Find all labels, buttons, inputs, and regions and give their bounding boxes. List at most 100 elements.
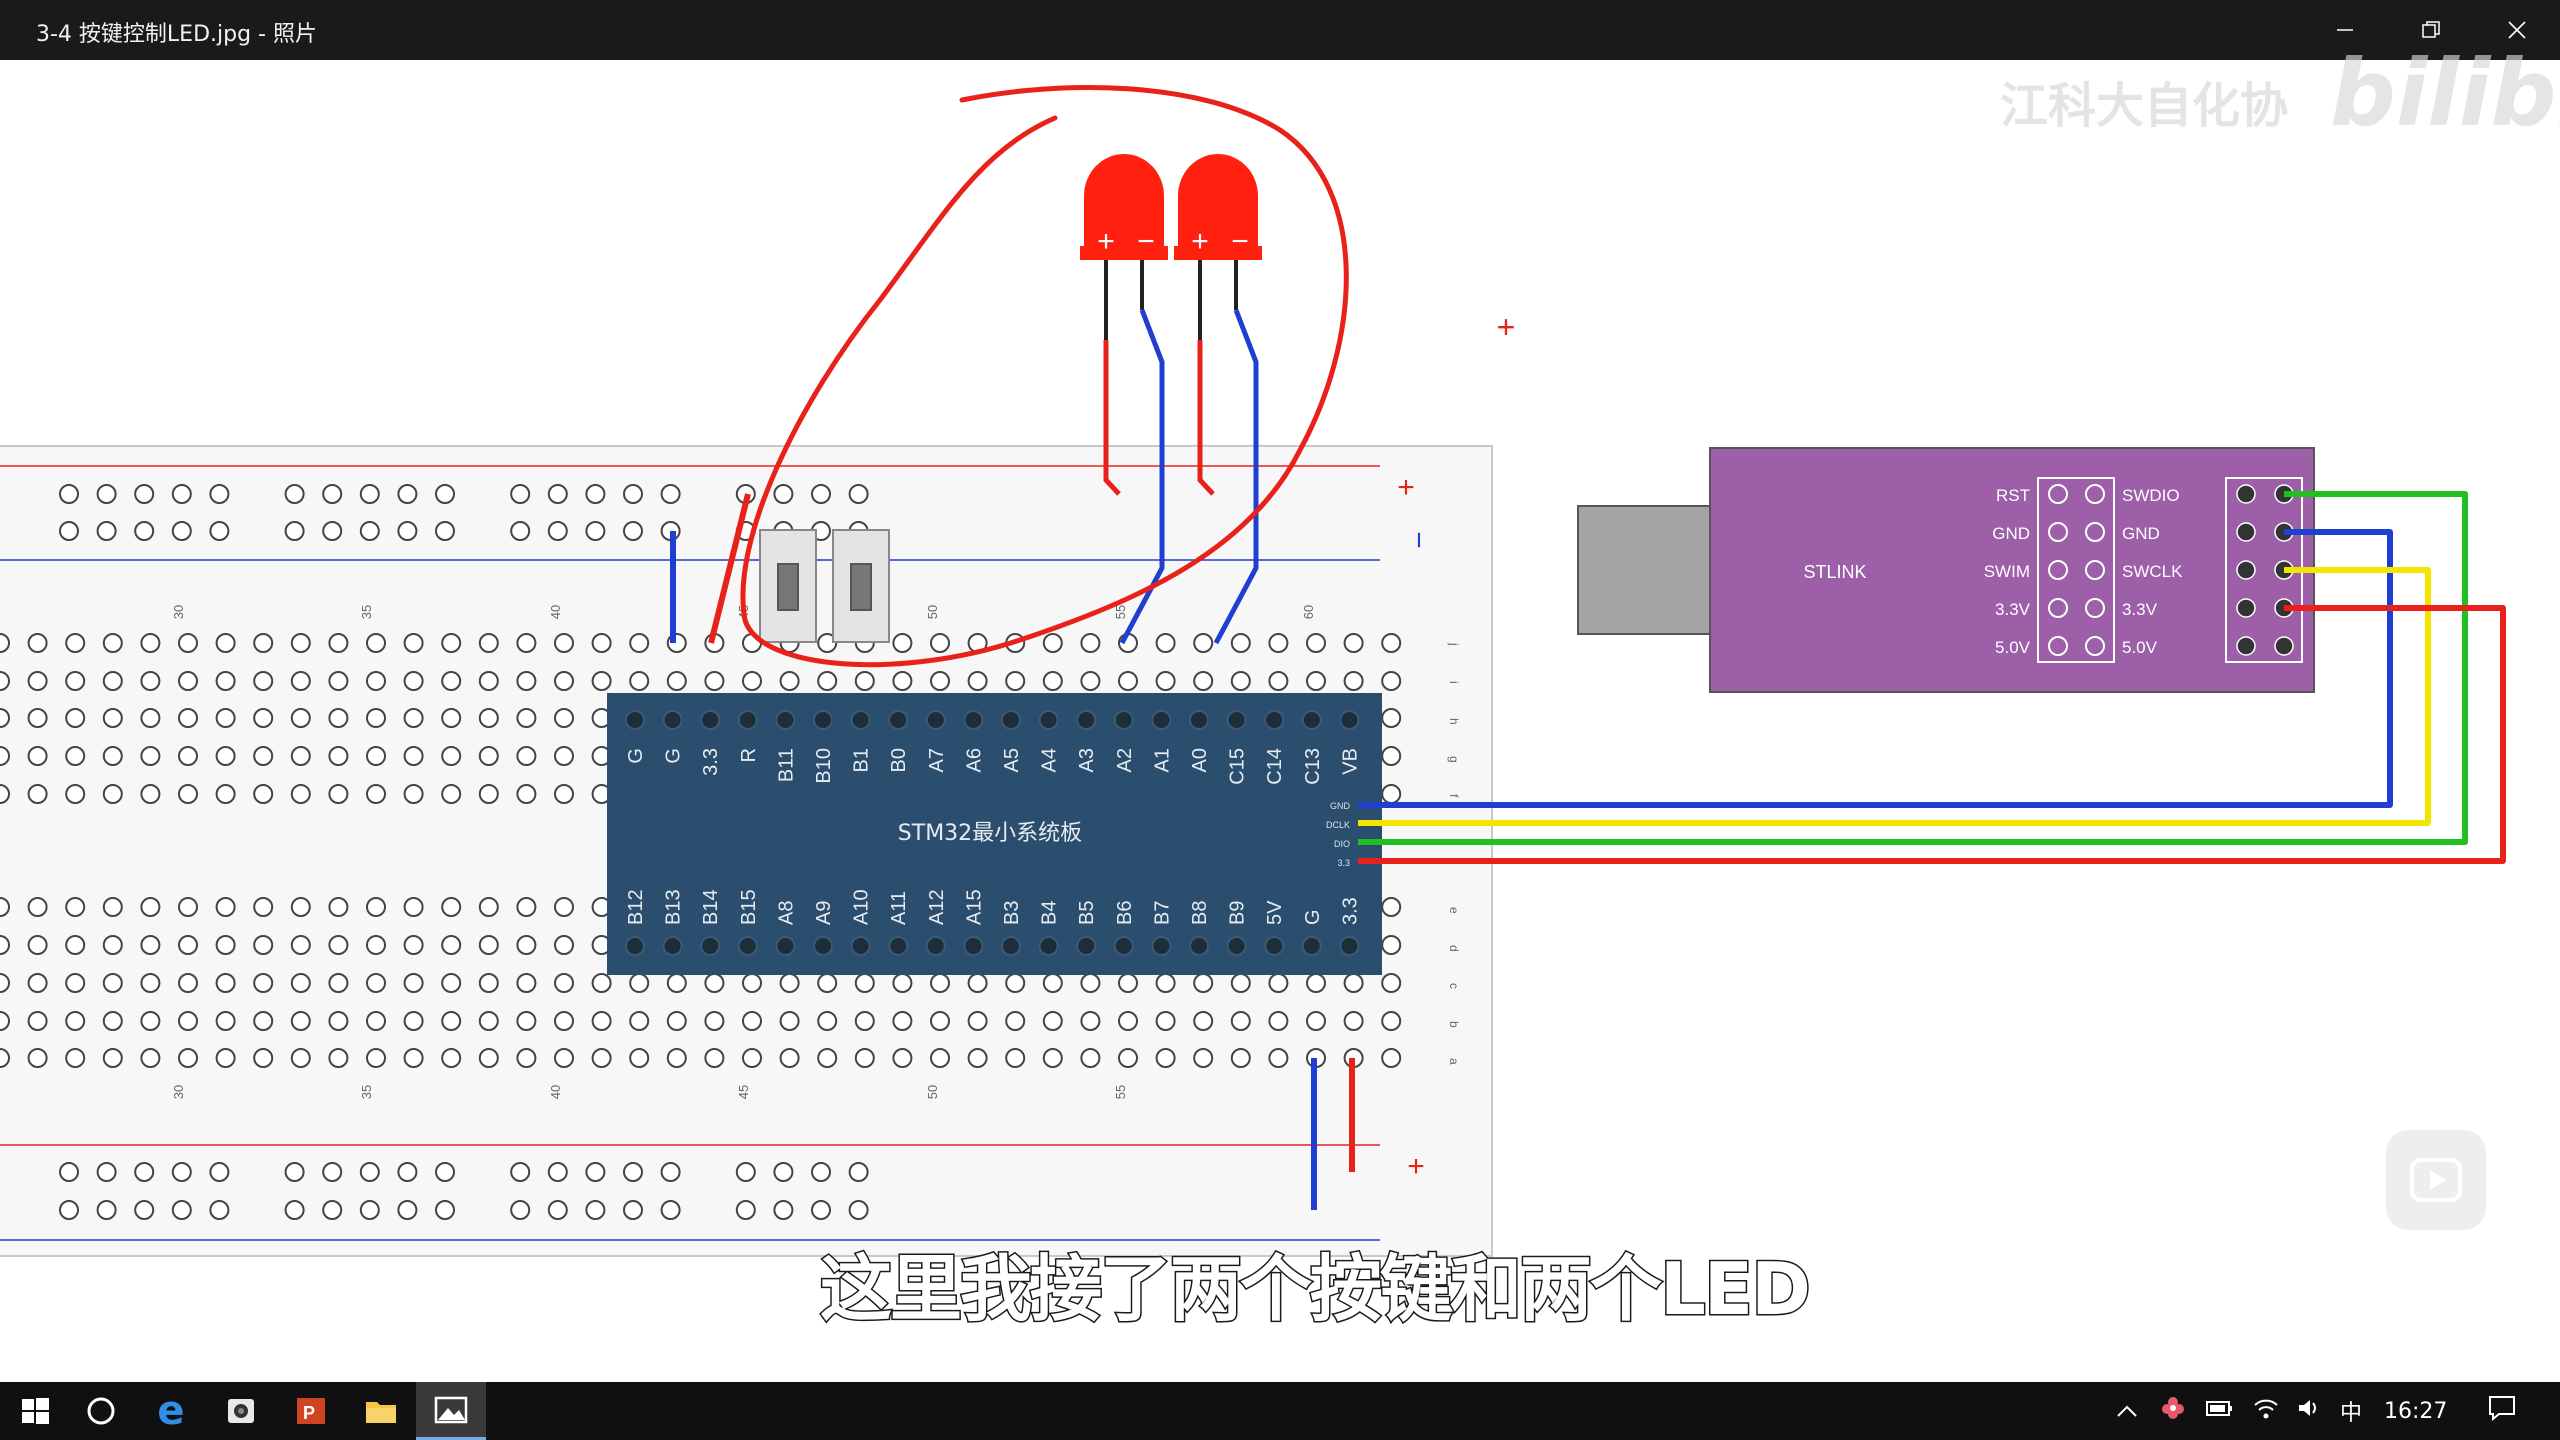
stlink-left-label: 5.0V <box>1995 638 2031 657</box>
bottom-rail-hole <box>359 1162 380 1182</box>
terminal-hole <box>178 973 198 993</box>
terminal-hole <box>403 708 424 728</box>
terminal-hole <box>1343 973 1364 993</box>
stm32-top-pin-label: G <box>663 748 685 764</box>
stm32-debug-label: DIO <box>1334 839 1350 849</box>
wifi-icon[interactable] <box>2252 1396 2280 1426</box>
terminal-hole <box>65 671 86 691</box>
stm32-pin <box>1113 936 1134 956</box>
column-number: 55 <box>1113 605 1128 619</box>
stlink-pin <box>2048 598 2068 618</box>
top-rail-hole <box>134 521 155 541</box>
powerpoint-icon[interactable]: P <box>276 1382 346 1440</box>
bottom-rail-hole <box>510 1162 531 1182</box>
bottom-rail-hole <box>510 1200 531 1220</box>
terminal-hole <box>253 973 274 993</box>
clock[interactable]: 16:27 <box>2384 1398 2448 1424</box>
terminal-hole <box>0 1048 10 1068</box>
bottom-rail-hole <box>359 1200 380 1220</box>
terminal-hole <box>102 708 123 728</box>
close-button[interactable] <box>2474 0 2560 60</box>
file-explorer-icon[interactable] <box>346 1382 416 1440</box>
stm32-pin <box>963 936 984 956</box>
push-button-cap <box>777 563 799 611</box>
battery-icon[interactable] <box>2204 1398 2234 1424</box>
terminal-hole <box>1343 671 1364 691</box>
edge-browser-icon[interactable]: e <box>157 1388 185 1434</box>
terminal-hole <box>178 708 198 728</box>
led-plus-label: + <box>1097 225 1115 258</box>
rail-plus-label: + <box>1407 1150 1425 1183</box>
terminal-hole <box>1268 1011 1289 1031</box>
terminal-hole <box>967 671 988 691</box>
terminal-hole <box>403 784 424 804</box>
stlink-programmer: STLINKRSTGNDSWIM3.3V5.0VSWDIOGNDSWCLK3.3… <box>1577 447 2315 693</box>
stlink-connector-pin <box>2274 636 2294 656</box>
photos-app-icon[interactable] <box>416 1382 486 1440</box>
terminal-hole <box>930 973 950 993</box>
bottom-rail-hole <box>848 1162 869 1182</box>
chevron-up-icon[interactable] <box>2116 1399 2138 1424</box>
volume-icon[interactable] <box>2296 1396 2322 1426</box>
top-rail-hole <box>848 484 869 504</box>
terminal-hole <box>178 746 198 766</box>
led-body <box>1084 154 1164 258</box>
terminal-hole <box>290 897 311 917</box>
wire-3v3-red <box>1358 605 2506 864</box>
ime-indicator[interactable]: 中 <box>2340 1401 2363 1426</box>
bottom-rail-hole <box>284 1162 305 1182</box>
terminal-hole <box>1155 633 1176 653</box>
terminal-hole <box>930 1048 950 1068</box>
wire-swdio-green <box>1358 491 2468 845</box>
column-number: 50 <box>925 1085 940 1099</box>
terminal-hole <box>1306 671 1326 691</box>
restore-button[interactable] <box>2388 0 2474 60</box>
terminal-hole <box>290 784 311 804</box>
stm32-pin <box>1339 710 1360 730</box>
terminal-hole <box>0 633 10 653</box>
stm32-pin <box>850 710 871 730</box>
terminal-hole <box>1381 746 1402 766</box>
terminal-hole <box>215 973 236 993</box>
terminal-hole <box>1268 973 1289 993</box>
terminal-hole <box>290 973 311 993</box>
camera-app-icon[interactable] <box>206 1382 276 1440</box>
terminal-hole <box>1268 671 1289 691</box>
terminal-hole <box>140 746 161 766</box>
stm32-top-pin-label: A5 <box>1001 748 1023 772</box>
stlink-right-label: GND <box>2122 524 2160 543</box>
top-rail-hole <box>322 484 343 504</box>
terminal-hole <box>366 746 386 766</box>
stm32-pin <box>888 710 909 730</box>
bottom-rail-hole <box>284 1200 305 1220</box>
flower-app-icon[interactable] <box>2160 1395 2186 1427</box>
rail-minus-label: − <box>1402 531 1435 549</box>
terminal-hole <box>478 708 499 728</box>
stm32-top-pin-label: A2 <box>1114 748 1136 772</box>
windows-start-icon[interactable] <box>0 1382 70 1440</box>
top-rail-hole <box>171 521 192 541</box>
top-rail-hole <box>96 484 117 504</box>
terminal-hole <box>140 1048 161 1068</box>
bottom-rail-hole <box>735 1200 756 1220</box>
terminal-hole <box>554 633 574 653</box>
terminal-hole <box>1381 1011 1402 1031</box>
terminal-hole <box>629 671 650 691</box>
terminal-hole <box>478 633 499 653</box>
stm32-pin <box>1264 936 1285 956</box>
stm32-pin <box>1038 936 1059 956</box>
column-number: 55 <box>1113 1085 1128 1099</box>
play-button[interactable] <box>2386 1130 2486 1230</box>
terminal-hole <box>27 708 48 728</box>
wire-gnd-blue <box>1358 529 2393 808</box>
terminal-hole <box>1306 973 1326 993</box>
terminal-hole <box>1042 1011 1063 1031</box>
stlink-body <box>1709 447 2315 693</box>
minimize-button[interactable] <box>2302 0 2388 60</box>
notification-icon[interactable] <box>2487 1394 2517 1428</box>
terminal-hole <box>65 973 86 993</box>
terminal-hole <box>65 633 86 653</box>
cortana-search-icon[interactable] <box>66 1382 136 1440</box>
terminal-hole <box>554 746 574 766</box>
stlink-connector-pin <box>2236 636 2256 656</box>
